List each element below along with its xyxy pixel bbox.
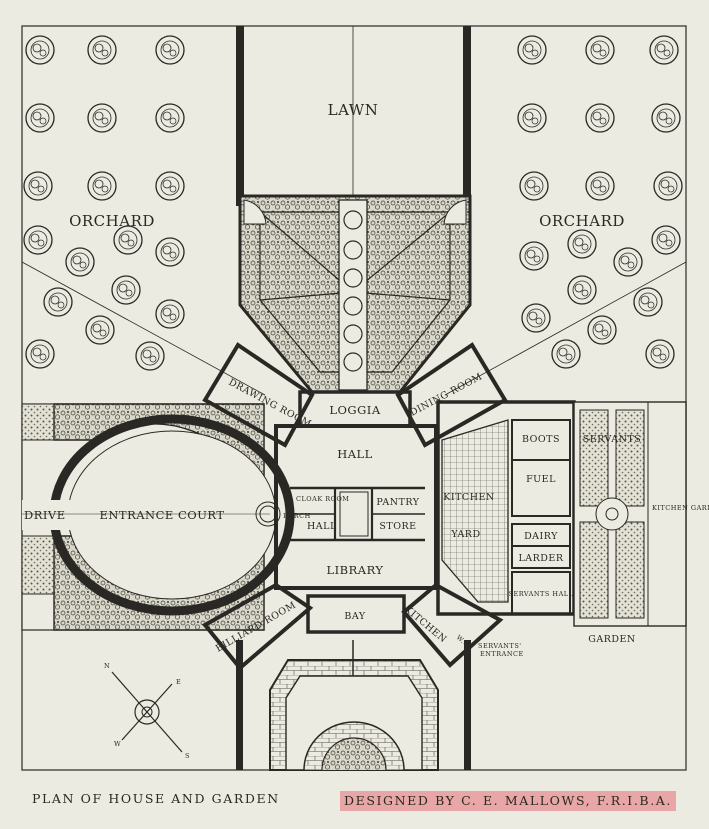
label-orchard-right: ORCHARD [539, 212, 625, 230]
orchard-diagonal-right [444, 261, 687, 396]
caption-title: PLAN OF HOUSE AND GARDEN [32, 791, 280, 806]
compass-rose [111, 671, 183, 753]
label-cloak-room: CLOAK ROOM [296, 495, 349, 503]
yard-paving [441, 419, 509, 603]
label-hall: HALL [337, 447, 373, 461]
label-kitchen: KITCHEN [443, 492, 495, 503]
label-orchard-left: ORCHARD [69, 212, 155, 230]
compass-w: W [114, 740, 121, 748]
lawn-wall-right [463, 26, 471, 206]
wall-lower-right [464, 640, 471, 770]
label-loggia: LOGGIA [329, 403, 380, 417]
compass-s: S [185, 752, 190, 760]
label-dairy: DAIRY [524, 531, 558, 542]
label-drive: DRIVE [24, 508, 66, 522]
hexagonal-parterre [238, 194, 472, 394]
label-boots: BOOTS [522, 434, 560, 445]
caption-designer: DESIGNED BY C. E. MALLOWS, F.R.I.B.A. [340, 791, 676, 811]
compass-e: E [176, 678, 181, 686]
label-entrance-court: ENTRANCE COURT [99, 508, 224, 522]
label-bay: BAY [344, 611, 365, 622]
lower-garden [269, 640, 439, 771]
label-library: LIBRARY [327, 563, 384, 577]
label-garden: GARDEN [588, 634, 635, 645]
wall-lower-left [236, 640, 243, 770]
kitchen-garden [573, 401, 687, 627]
label-kitchen-garden-small: KITCHEN GARDEN [652, 504, 709, 512]
plan-border [21, 25, 687, 771]
label-porch: PORCH [283, 512, 311, 520]
label-fuel: FUEL [526, 474, 556, 485]
label-servants-entrance-1: SERVANTS' [478, 642, 522, 650]
compass-n: N [104, 662, 110, 670]
entrance-court [21, 403, 295, 631]
label-lawn: LAWN [328, 101, 379, 119]
label-yard: YARD [450, 529, 480, 540]
label-servants-entrance-2: ENTRANCE [480, 650, 524, 658]
label-small-hall: HALL [307, 521, 337, 532]
label-larder: LARDER [518, 553, 563, 564]
orchard-diagonal-left [21, 261, 266, 396]
label-store: STORE [379, 521, 416, 532]
lawn-wall-left [236, 26, 244, 206]
orchard-trees-left [23, 35, 185, 371]
orchard-trees-right [517, 35, 683, 369]
label-pantry: PANTRY [376, 497, 419, 508]
label-servants: SERVANTS [583, 434, 642, 445]
label-servants-hall: SERVANTS HALL [509, 590, 574, 598]
